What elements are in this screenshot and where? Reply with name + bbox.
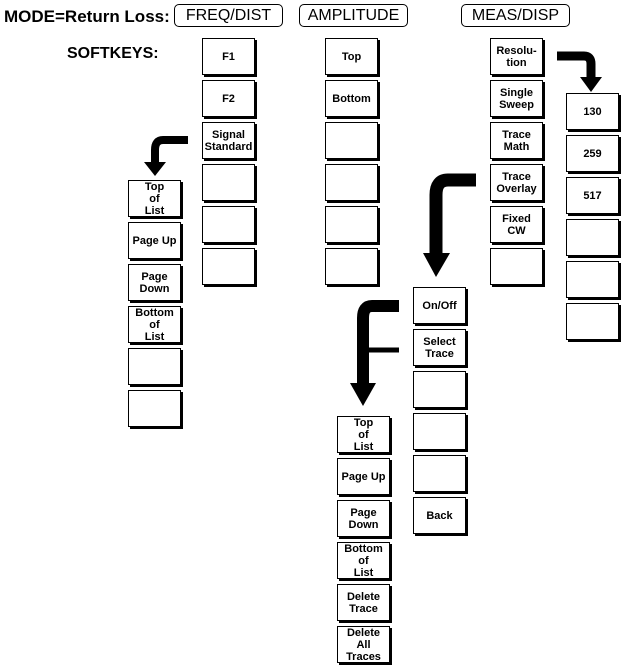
softkey-resolution-5[interactable] — [566, 261, 619, 298]
softkey-amplitude-1[interactable]: Top — [325, 38, 378, 75]
softkeys-label: SOFTKEYS: — [67, 45, 159, 62]
softkey-signal-standard-3[interactable]: Page Down — [128, 264, 181, 301]
softkey-signal-standard-5[interactable] — [128, 348, 181, 385]
softkey-amplitude-6[interactable] — [325, 248, 378, 285]
softkey-trace-overlay-5[interactable] — [413, 455, 466, 492]
softkey-amplitude-2[interactable]: Bottom — [325, 80, 378, 117]
softkey-trace-overlay-1[interactable]: On/Off — [413, 287, 466, 324]
softkey-amplitude-3[interactable] — [325, 122, 378, 159]
softkey-trace-overlay-4[interactable] — [413, 413, 466, 450]
softkey-select-trace-2[interactable]: Page Up — [337, 458, 390, 495]
softkey-resolution-6[interactable] — [566, 303, 619, 340]
softkey-meas-disp-5[interactable]: Fixed CW — [490, 206, 543, 243]
softkey-freq-dist-2[interactable]: F2 — [202, 80, 255, 117]
mode-label: MODE=Return Loss: — [4, 7, 170, 26]
arrow-signal-standard — [144, 136, 188, 176]
softkey-amplitude-4[interactable] — [325, 164, 378, 201]
softkey-signal-standard-2[interactable]: Page Up — [128, 222, 181, 259]
arrow-select-trace — [350, 300, 399, 406]
tab-amplitude[interactable]: AMPLITUDE — [299, 4, 408, 27]
arrow-resolution — [557, 51, 602, 92]
arrow-trace-overlay — [423, 173, 476, 277]
softkey-select-trace-5[interactable]: Delete Trace — [337, 584, 390, 621]
softkey-select-trace-3[interactable]: Page Down — [337, 500, 390, 537]
softkey-freq-dist-4[interactable] — [202, 164, 255, 201]
softkey-freq-dist-5[interactable] — [202, 206, 255, 243]
softkey-select-trace-1[interactable]: Top of List — [337, 416, 390, 453]
softkey-meas-disp-3[interactable]: Trace Math — [490, 122, 543, 159]
softkey-select-trace-4[interactable]: Bottom of List — [337, 542, 390, 579]
softkey-resolution-4[interactable] — [566, 219, 619, 256]
softkey-resolution-2[interactable]: 259 — [566, 135, 619, 172]
tab-meas-disp[interactable]: MEAS/DISP — [461, 4, 570, 27]
softkey-trace-overlay-3[interactable] — [413, 371, 466, 408]
softkey-trace-overlay-6[interactable]: Back — [413, 497, 466, 534]
softkey-signal-standard-4[interactable]: Bottom of List — [128, 306, 181, 343]
softkey-resolution-1[interactable]: 130 — [566, 93, 619, 130]
softkey-freq-dist-1[interactable]: F1 — [202, 38, 255, 75]
softkey-amplitude-5[interactable] — [325, 206, 378, 243]
softkey-freq-dist-3[interactable]: Signal Standard — [202, 122, 255, 159]
softkey-meas-disp-2[interactable]: Single Sweep — [490, 80, 543, 117]
softkey-trace-overlay-2[interactable]: Select Trace — [413, 329, 466, 366]
softkey-meas-disp-6[interactable] — [490, 248, 543, 285]
softkey-select-trace-6[interactable]: Delete All Traces — [337, 626, 390, 663]
softkey-freq-dist-6[interactable] — [202, 248, 255, 285]
softkey-meas-disp-1[interactable]: Resolu- tion — [490, 38, 543, 75]
softkey-signal-standard-6[interactable] — [128, 390, 181, 427]
tab-freq-dist[interactable]: FREQ/DIST — [174, 4, 283, 27]
softkey-signal-standard-1[interactable]: Top of List — [128, 180, 181, 217]
softkey-resolution-3[interactable]: 517 — [566, 177, 619, 214]
softkey-meas-disp-4[interactable]: Trace Overlay — [490, 164, 543, 201]
